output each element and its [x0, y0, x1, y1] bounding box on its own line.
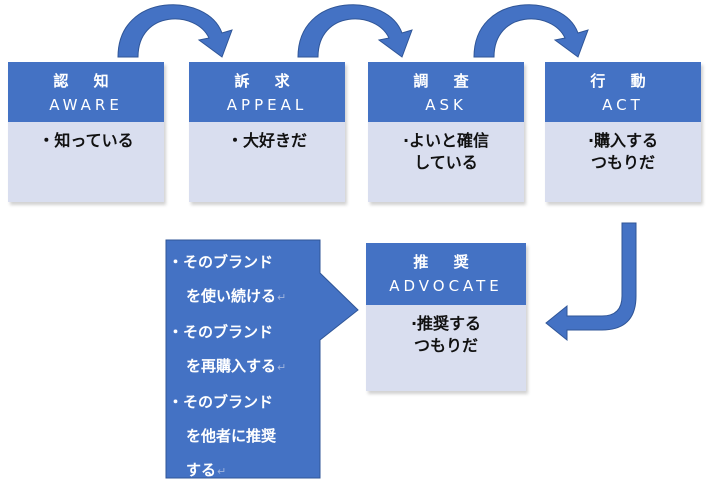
curved-arrow-1: [117, 4, 233, 58]
stage-body-line: ·購入する: [587, 131, 659, 150]
callout-text: ・そのブランド を使い続ける↵ ・そのブランド を再購入する↵ ・そのブランド …: [168, 245, 318, 489]
stage-card-ask: 調 査 ASK ·よいと確信 している: [368, 62, 524, 202]
stage-title: 調 査: [413, 72, 479, 90]
stage-subtitle: APPEAL: [226, 96, 308, 114]
stage-card-aware: 認 知 AWARE ・知っている: [8, 62, 164, 202]
stage-body-line: つもりだ: [413, 336, 478, 355]
stage-body-line: ·よいと確信: [402, 131, 490, 150]
return-mark-icon: ↵: [217, 465, 227, 478]
stage-body: ・知っている: [8, 122, 164, 202]
return-arrow: [545, 222, 637, 342]
callout-line: を使い続ける↵: [186, 287, 287, 305]
stage-subtitle: ACT: [602, 96, 644, 114]
stage-body-line: している: [414, 153, 478, 172]
stage-body: ・大好きだ: [189, 122, 345, 202]
stage-body-line: つもりだ: [590, 153, 655, 172]
curved-arrow-3: [473, 4, 589, 58]
stage-body-line: ・大好きだ: [226, 131, 307, 150]
stage-card-act: 行 動 ACT ·購入する つもりだ: [545, 62, 701, 202]
stage-header: 行 動 ACT: [545, 62, 701, 122]
stage-header: 認 知 AWARE: [8, 62, 164, 122]
stage-card-advocate: 推 奨 ADVOCATE ·推奨する つもりだ: [366, 243, 526, 391]
return-mark-icon: ↵: [277, 291, 287, 304]
stage-header: 訴 求 APPEAL: [189, 62, 345, 122]
stage-subtitle: AWARE: [49, 96, 123, 114]
callout-line: を再購入する↵: [186, 357, 287, 375]
callout-line: する↵: [186, 461, 227, 479]
stage-body-line: ・知っている: [38, 131, 134, 150]
stage-title: 推 奨: [413, 253, 479, 271]
stage-title: 行 動: [590, 72, 656, 90]
callout-line: ・そのブランド: [168, 393, 274, 411]
callout-bubble: [165, 239, 359, 479]
stage-subtitle: ASK: [425, 96, 467, 114]
stage-body: ·購入する つもりだ: [545, 122, 701, 202]
stage-title: 認 知: [53, 72, 119, 90]
curved-arrow-2: [297, 4, 413, 58]
stage-subtitle: ADVOCATE: [389, 277, 503, 295]
stage-card-appeal: 訴 求 APPEAL ・大好きだ: [189, 62, 345, 202]
stage-body: ·推奨する つもりだ: [366, 305, 526, 391]
stage-header: 調 査 ASK: [368, 62, 524, 122]
stage-body-line: ·推奨する: [410, 314, 482, 333]
stage-title: 訴 求: [234, 72, 300, 90]
stage-body: ·よいと確信 している: [368, 122, 524, 202]
callout-line: ・そのブランド: [168, 253, 274, 271]
return-mark-icon: ↵: [277, 361, 287, 374]
callout-line: を他者に推奨: [186, 427, 277, 445]
stage-header: 推 奨 ADVOCATE: [366, 243, 526, 305]
callout-line: ・そのブランド: [168, 323, 274, 341]
